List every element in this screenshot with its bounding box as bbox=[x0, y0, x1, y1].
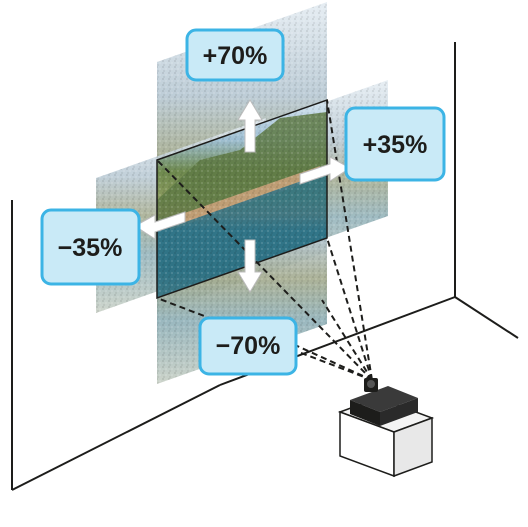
badge-up-box bbox=[185, 28, 285, 82]
beam-line bbox=[283, 339, 373, 381]
badge-down: −70% bbox=[198, 316, 298, 376]
stand-box-right bbox=[393, 416, 433, 478]
badge-left-label: −35% bbox=[58, 234, 123, 262]
badge-left: −35% bbox=[40, 208, 141, 286]
badge-down-box bbox=[198, 316, 298, 376]
shift-arrows bbox=[134, 99, 351, 293]
badge-down-label: −70% bbox=[216, 332, 281, 360]
beam-line bbox=[321, 299, 373, 381]
arrow-up-icon bbox=[237, 99, 263, 153]
badge-up: +70% bbox=[185, 28, 285, 82]
projector-side bbox=[380, 398, 418, 426]
arrow-left-icon bbox=[134, 211, 186, 240]
center-image-frame bbox=[156, 98, 328, 300]
badge-up-label: +70% bbox=[203, 42, 268, 70]
projector-front bbox=[350, 400, 380, 426]
beam-line bbox=[326, 237, 373, 381]
arrow-right-icon bbox=[299, 156, 351, 185]
badge-left-box bbox=[40, 208, 141, 286]
projector-icon bbox=[350, 378, 418, 426]
arrow-down-icon bbox=[237, 239, 263, 293]
badge-right-label: +35% bbox=[363, 131, 428, 159]
projected-image-center bbox=[156, 98, 328, 300]
beam-line bbox=[326, 99, 373, 381]
badge-right-box bbox=[344, 106, 446, 182]
floor-edge-right bbox=[454, 296, 519, 339]
center-image-texture bbox=[157, 100, 327, 298]
badge-right: +35% bbox=[344, 106, 446, 182]
projector-top bbox=[350, 386, 418, 412]
beam-line bbox=[156, 159, 373, 381]
projector-lens-glass bbox=[367, 380, 375, 388]
floor-edge-left bbox=[11, 384, 221, 491]
projection-beam bbox=[156, 99, 373, 381]
